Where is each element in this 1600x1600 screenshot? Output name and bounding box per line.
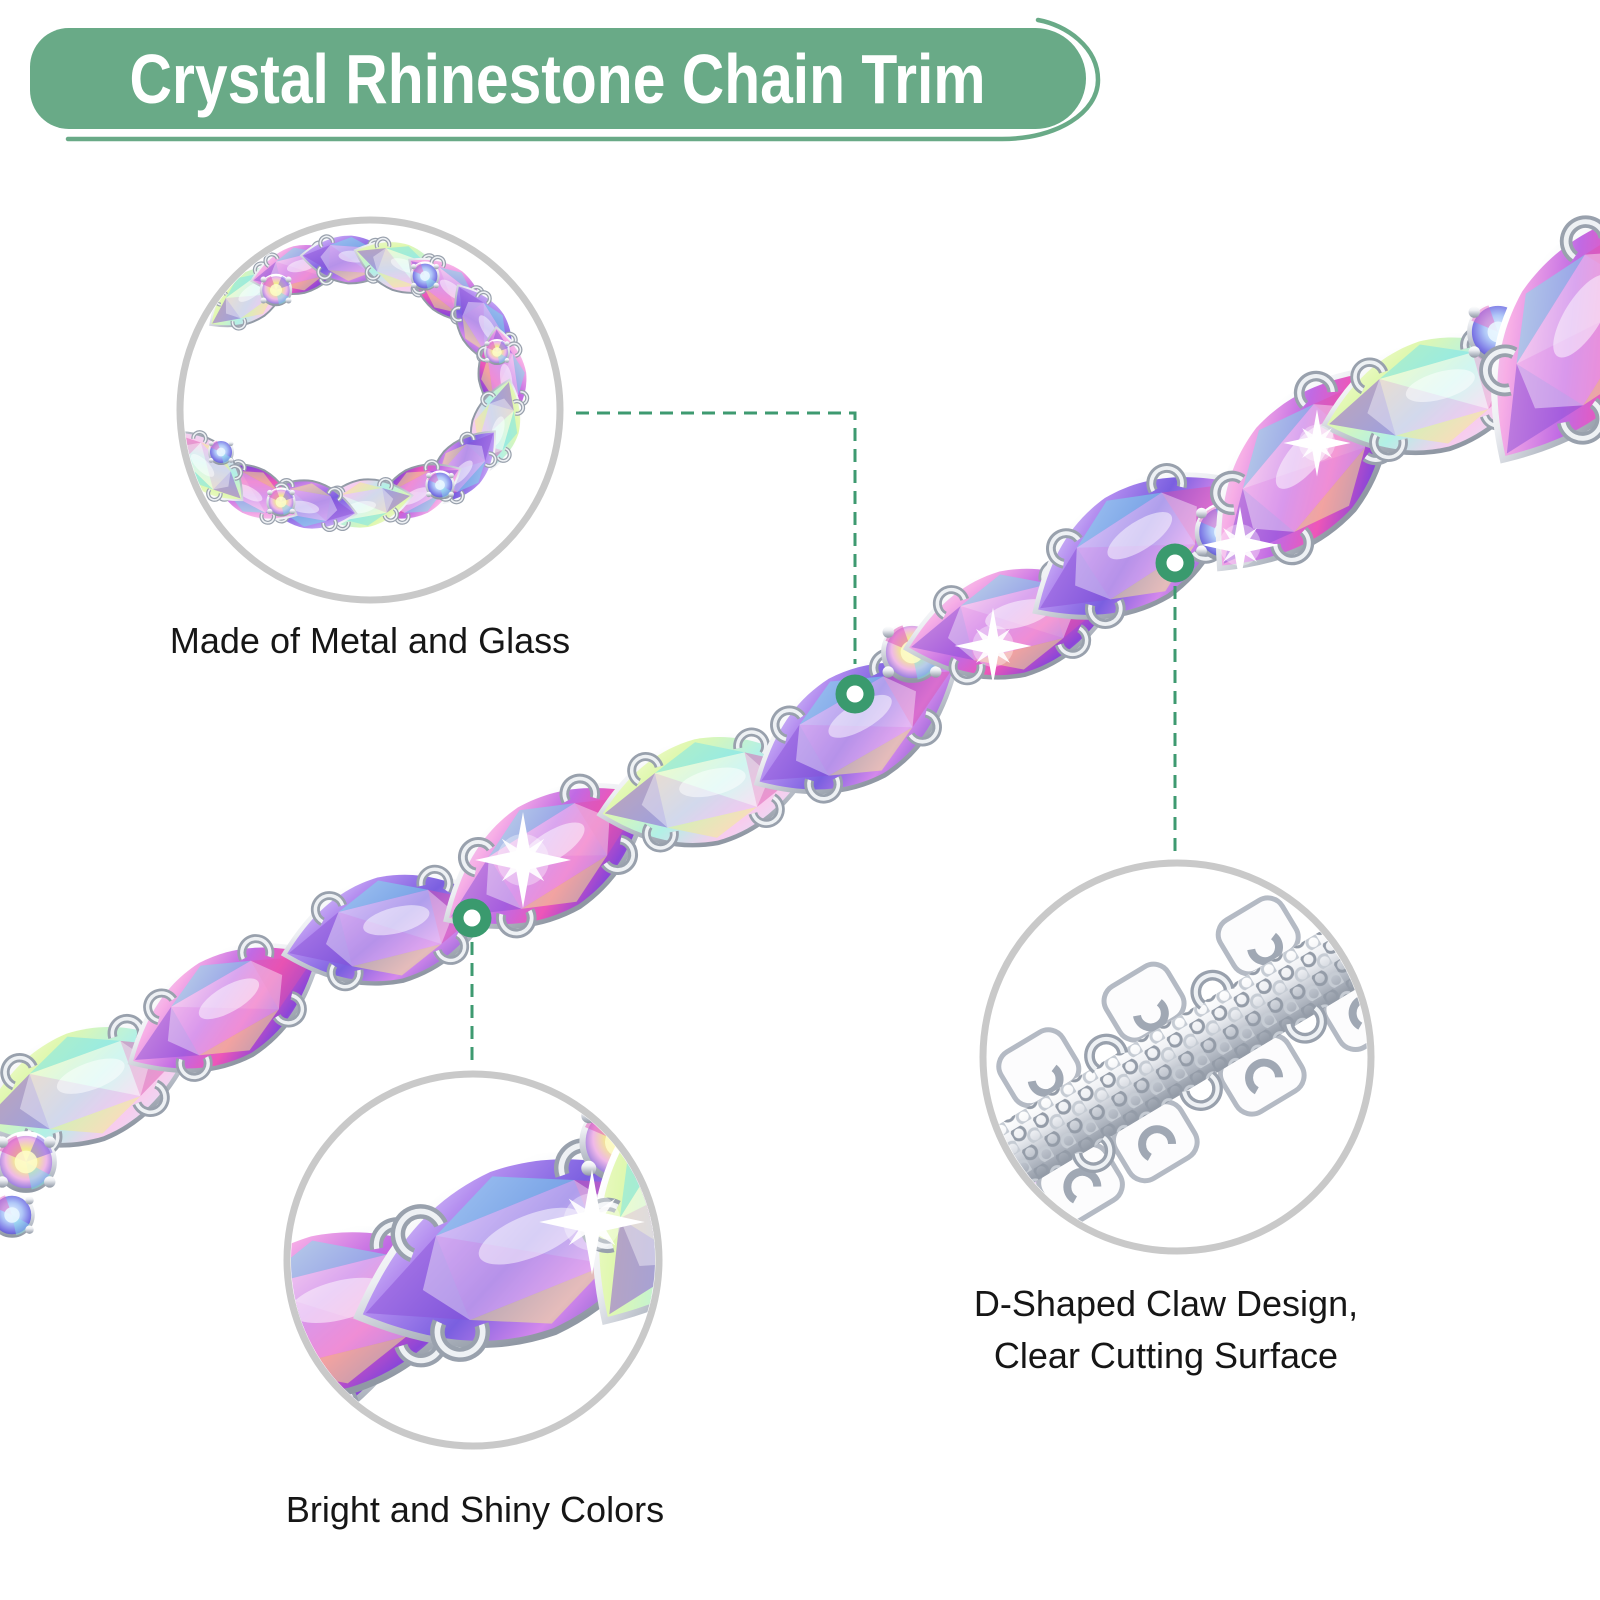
round-rhinestone	[0, 1134, 55, 1191]
banner-outline-flourish	[65, 17, 1101, 142]
claw-zoom-photo	[987, 895, 1367, 1226]
callout-label-claw-line1: D-Shaped Claw Design,	[973, 1283, 1359, 1324]
magnifier-circle-claw	[979, 859, 1375, 1255]
callout-label-claw-line2: Clear Cutting Surface	[993, 1335, 1339, 1376]
callout-label-claw: D-Shaped Claw Design, Clear Cutting Surf…	[866, 1278, 1466, 1382]
page-title: Crystal Rhinestone Chain Trim	[129, 39, 987, 118]
marquise-rhinestone	[1444, 166, 1600, 495]
chain-point-marker-colors	[452, 898, 492, 938]
chain-point-marker-claw	[1155, 543, 1195, 583]
magnifier-circle-colors	[283, 1070, 663, 1450]
chain-point-marker-materials	[835, 674, 875, 714]
callout-label-colors: Bright and Shiny Colors	[285, 1489, 665, 1530]
round-rhinestone	[0, 1192, 36, 1238]
magnifier-circle-materials	[176, 216, 564, 604]
title-banner: Crystal Rhinestone Chain Trim	[30, 28, 1086, 129]
callout-label-materials: Made of Metal and Glass	[169, 620, 571, 661]
callout-connector-materials	[576, 411, 857, 664]
